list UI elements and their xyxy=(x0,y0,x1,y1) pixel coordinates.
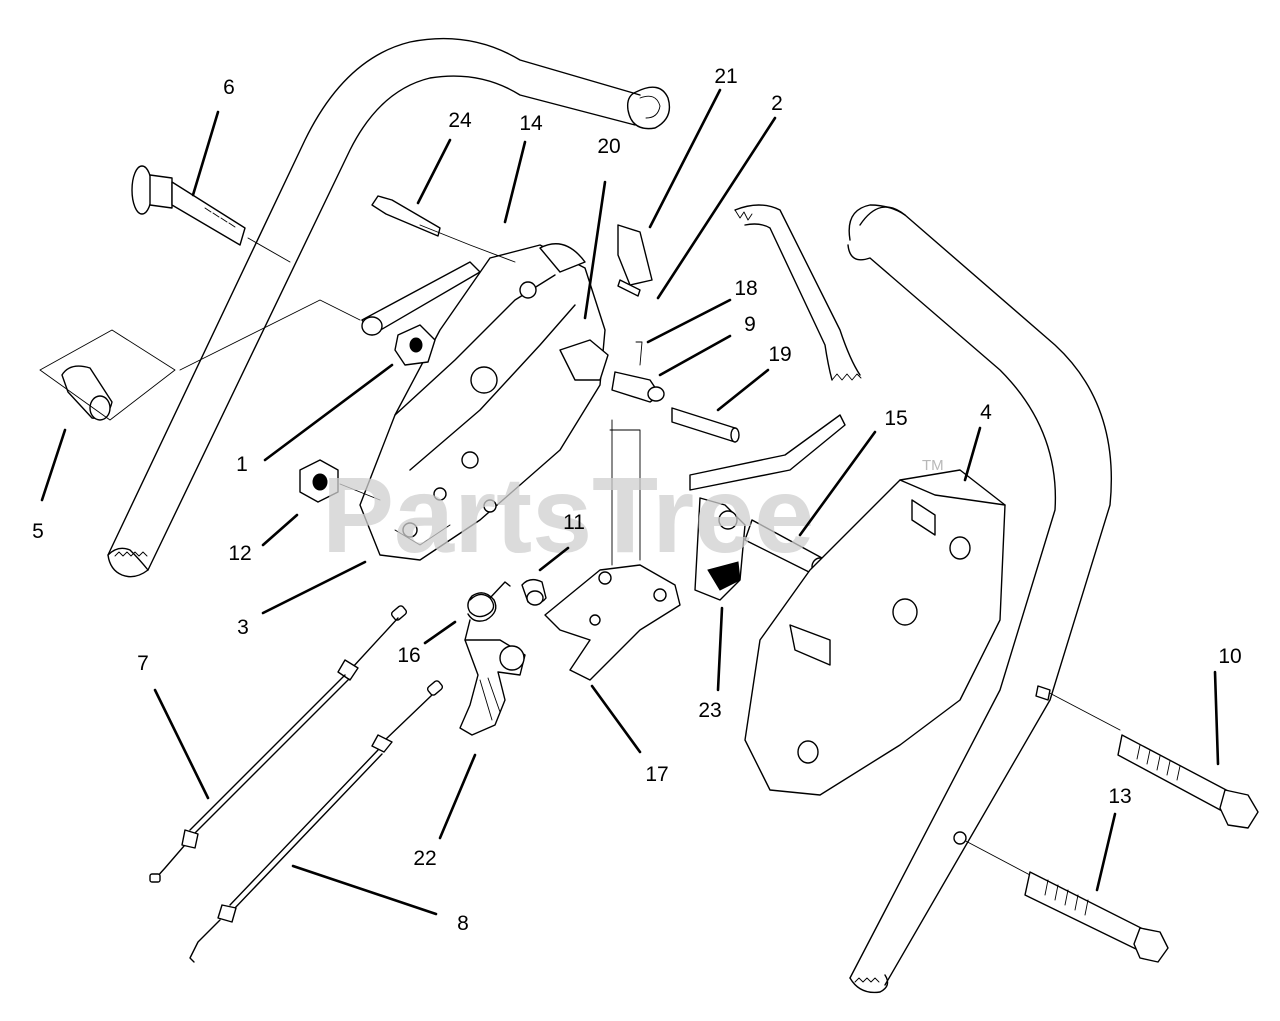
callout-label-5: 5 xyxy=(32,520,44,543)
callout-label-1: 1 xyxy=(236,453,248,476)
spacer-11 xyxy=(521,578,547,606)
spring-16 xyxy=(464,581,511,641)
callout-label-2: 2 xyxy=(771,92,783,115)
hex-nut-1 xyxy=(394,324,436,366)
callout-label-19: 19 xyxy=(768,343,791,366)
callout-label-20: 20 xyxy=(597,135,620,158)
small-fasteners-top xyxy=(611,224,665,403)
callout-label-15: 15 xyxy=(884,407,907,430)
link-rod-14 xyxy=(179,261,481,371)
callout-label-12: 12 xyxy=(228,542,251,565)
right-handle-tube xyxy=(847,204,1113,994)
callout-label-4: 4 xyxy=(980,401,992,424)
callout-label-11: 11 xyxy=(563,511,585,534)
bracket-17 xyxy=(544,419,681,681)
callout-labels: 6 24 14 20 21 2 18 9 19 15 4 1 5 12 11 3… xyxy=(32,65,1242,935)
control-cable-8 xyxy=(189,680,444,963)
callout-label-14: 14 xyxy=(519,112,543,135)
callout-label-9: 9 xyxy=(744,313,756,336)
callout-label-13: 13 xyxy=(1108,785,1131,808)
bolt-13 xyxy=(953,831,1169,963)
callout-label-17: 17 xyxy=(645,763,668,786)
callout-label-21: 21 xyxy=(714,65,737,88)
callout-label-7: 7 xyxy=(137,652,149,675)
watermark-trademark: TM xyxy=(922,457,944,474)
callout-label-6: 6 xyxy=(223,76,235,99)
frame-tube-segment xyxy=(734,204,862,381)
callout-leaders xyxy=(40,88,1220,916)
spacer-5 xyxy=(39,329,176,421)
cover-plate-4 xyxy=(744,469,1006,796)
bolt-10 xyxy=(1035,685,1259,829)
callout-label-8: 8 xyxy=(457,912,469,935)
callout-label-22: 22 xyxy=(413,847,436,870)
left-handle-tube xyxy=(107,37,671,578)
control-plate-assembly xyxy=(359,243,609,561)
bolt-24 xyxy=(371,195,516,263)
bolt-6 xyxy=(131,165,291,263)
hex-nut-12 xyxy=(299,459,381,503)
callout-label-18: 18 xyxy=(734,277,757,300)
control-cable-7 xyxy=(149,605,408,883)
callout-label-23: 23 xyxy=(698,699,721,722)
lever-22 xyxy=(459,639,526,736)
callout-label-3: 3 xyxy=(237,616,249,639)
callout-label-16: 16 xyxy=(397,644,420,667)
lever-link-23 xyxy=(689,414,846,601)
callout-label-24: 24 xyxy=(448,109,472,132)
pin-19 xyxy=(671,407,740,443)
callout-label-10: 10 xyxy=(1218,645,1241,668)
watermark-text: PartsTree xyxy=(322,454,814,575)
